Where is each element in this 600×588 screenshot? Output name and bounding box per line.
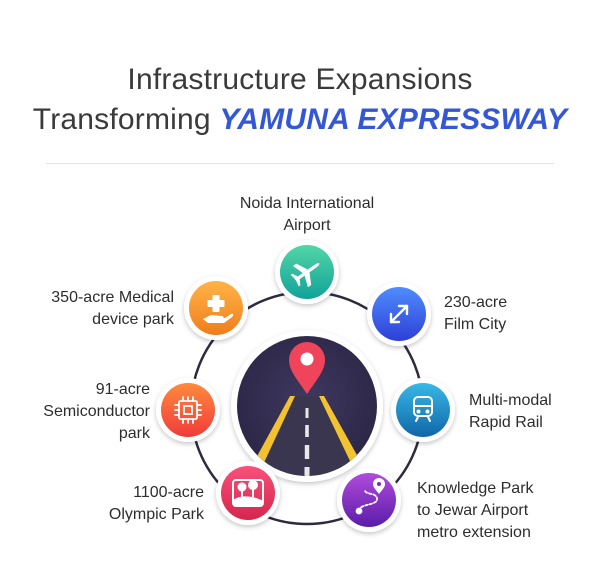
park-trees-icon [232,479,264,507]
label-olympic-park: 1100-acre Olympic Park [64,482,204,526]
chip-icon [174,396,202,424]
page-title: Infrastructure Expansions Transforming Y… [0,60,600,140]
node-knowledge-park [337,468,401,532]
label-film-city-line-1: 230-acre [444,294,508,311]
node-olympic-park [216,461,280,525]
label-rapid-rail: Multi-modal Rapid Rail [469,390,552,434]
node-rapid-rail [391,378,455,442]
label-olympic-park-line-1: 1100-acre [133,484,204,501]
label-knowledge-park: Knowledge Park to Jewar Airport metro ex… [417,478,534,544]
label-medical: 350-acre Medical device park [4,287,174,331]
title-prefix: Transforming [32,103,220,136]
title-line-2: Transforming YAMUNA EXPRESSWAY [0,100,600,140]
label-semiconductor-line-2: Semiconductor [43,403,150,420]
title-highlight: YAMUNA EXPRESSWAY [219,103,568,136]
title-divider [46,163,554,164]
medical-hand-icon [203,295,234,323]
label-knowledge-park-line-1: Knowledge Park [417,480,534,497]
label-olympic-park-line-2: Olympic Park [108,506,204,523]
title-line-1: Infrastructure Expansions [127,63,473,96]
node-film-city [367,282,431,346]
label-semiconductor-line-1: 91-acre [95,381,150,398]
label-rapid-rail-line-2: Rapid Rail [469,414,543,431]
node-semiconductor [156,378,220,442]
label-airport: Noida International Airport [207,193,407,237]
label-medical-line-2: device park [92,311,174,328]
node-airport [275,240,339,304]
route-pin-icon [355,478,385,515]
label-medical-line-1: 350-acre Medical [51,289,174,306]
expand-arrows-icon [389,304,409,324]
label-knowledge-park-line-2: to Jewar Airport [417,502,529,519]
label-semiconductor-line-3: park [118,425,150,442]
label-rapid-rail-line-1: Multi-modal [469,392,552,409]
airplane-icon [290,263,320,288]
node-medical [184,276,248,340]
center-hub [231,330,383,482]
label-film-city-line-2: Film City [444,316,507,333]
label-airport-line-1: Noida International [239,195,375,212]
train-icon [413,396,433,422]
label-airport-line-2: Airport [283,217,331,234]
label-semiconductor: 91-acre Semiconductor park [10,379,150,445]
label-knowledge-park-line-3: metro extension [417,524,531,541]
label-film-city: 230-acre Film City [444,292,507,336]
